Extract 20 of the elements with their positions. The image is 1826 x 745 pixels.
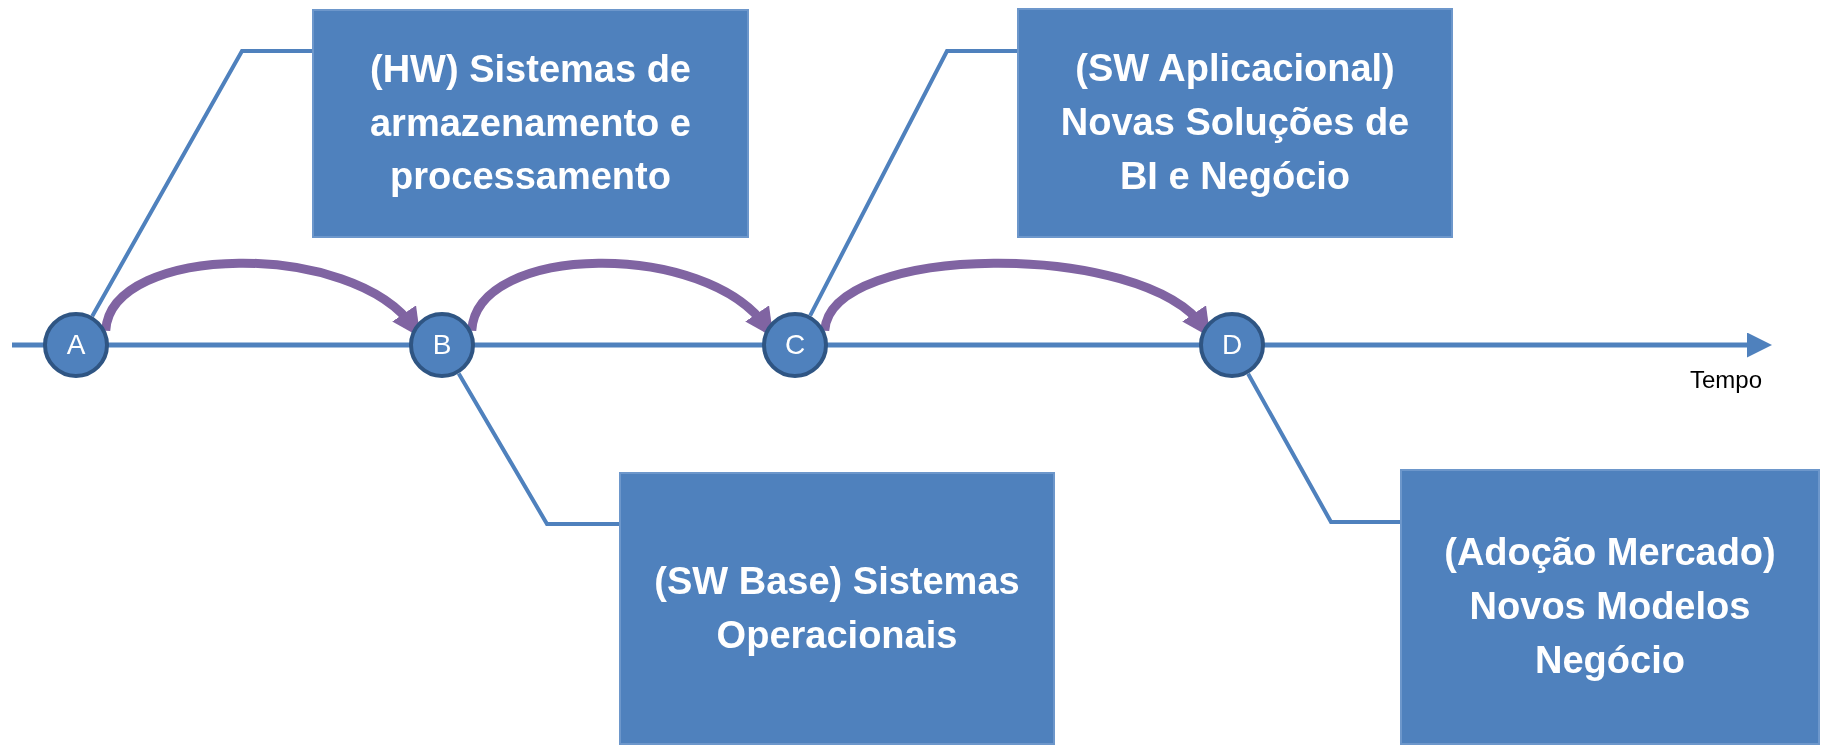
milestone-circle <box>762 312 828 378</box>
milestone-letter: C <box>784 329 806 361</box>
milestone-letter: B <box>432 329 452 361</box>
milestone-letter: D <box>1221 329 1243 361</box>
info-box <box>312 9 749 238</box>
box-text: (HW) Sistemas de armazenamento e processamento <box>369 46 692 200</box>
axis-label: Tempo <box>1690 366 1763 394</box>
box-text: (Adoção Mercado) Novos Modelos Negócio <box>1443 530 1777 683</box>
leader-line <box>1246 372 1400 524</box>
box-text: (SW Aplicacional) Novas Soluções de BI e Negócio <box>1059 46 1411 199</box>
leader-line <box>456 372 619 526</box>
milestone-circle <box>409 312 475 378</box>
leader-line <box>808 49 1017 317</box>
leader-line <box>90 49 312 318</box>
info-box <box>1017 8 1453 238</box>
info-box <box>619 472 1055 745</box>
milestone-letter: A <box>66 329 86 361</box>
milestone-circle <box>1199 312 1265 378</box>
box-text: (SW Base) Sistemas Operacionais <box>653 558 1021 658</box>
info-box <box>1400 469 1820 745</box>
